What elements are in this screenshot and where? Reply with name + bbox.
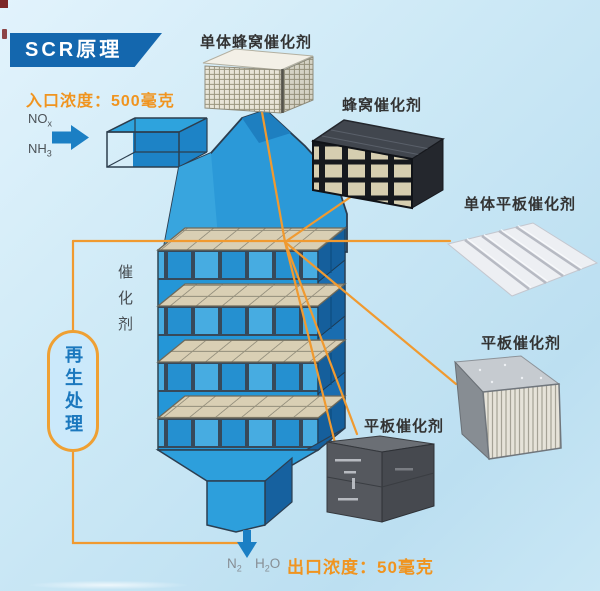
h2o-label: H2O	[255, 556, 281, 574]
nox-label: NOx	[28, 111, 52, 129]
catalyst-layer	[156, 282, 347, 340]
nh3-label: NH3	[28, 141, 52, 159]
reactor-body	[156, 226, 347, 452]
honeycomb-catalyst-image	[311, 119, 445, 210]
scr-title-text: SCR原理	[25, 39, 123, 61]
product-label-honeycomb: 蜂窝催化剂	[342, 97, 423, 114]
catalyst-layer	[156, 394, 347, 452]
inlet-flow-arrow	[52, 125, 89, 150]
product-label-single-honeycomb: 单体蜂窝催化剂	[200, 34, 313, 51]
corner-artifact	[0, 0, 8, 39]
catalyst-vertical-label: 催化剂	[116, 264, 133, 342]
product-label-single-plate: 单体平板催化剂	[464, 196, 577, 213]
outlet-flow-arrow	[237, 530, 257, 558]
inlet-duct	[106, 117, 208, 168]
pointer-lines	[260, 110, 458, 469]
product-label-plate-dark: 平板催化剂	[364, 418, 445, 435]
regeneration-pill-label: 再生处理	[63, 345, 83, 437]
single-honeycomb-catalyst-image	[202, 48, 314, 114]
n2-label: N2	[227, 556, 242, 574]
scr-reactor	[106, 108, 348, 533]
plate-catalyst-image	[453, 355, 562, 461]
scr-title-banner: SCR原理	[10, 33, 162, 67]
outlet-concentration-label: 出口浓度：50毫克	[287, 558, 434, 577]
plate-catalyst-dark-image	[326, 435, 435, 523]
reactor-outlet-duct	[206, 456, 293, 533]
single-plate-catalyst-image	[446, 222, 599, 297]
inlet-concentration-label: 入口浓度：500毫克	[26, 93, 175, 110]
product-label-plate: 平板催化剂	[481, 335, 562, 352]
regeneration-pill: 再生处理	[47, 330, 99, 452]
